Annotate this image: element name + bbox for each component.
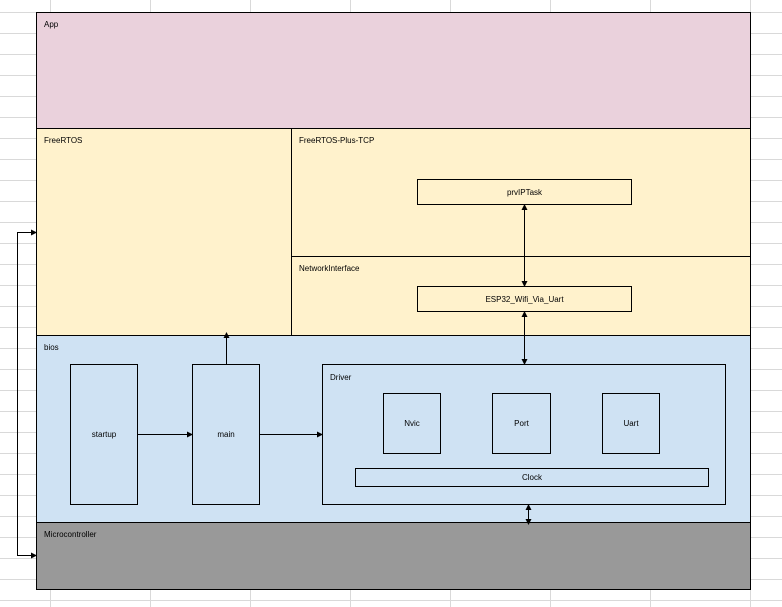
freertos-plus-tcp-layer: FreeRTOS-Plus-TCP — [291, 128, 751, 257]
uart-label: Uart — [623, 419, 639, 428]
nvic-label: Nvic — [404, 419, 420, 428]
port-label: Port — [514, 419, 529, 428]
network-interface-layer: NetworkInterface — [291, 256, 751, 336]
bios-label: bios — [44, 343, 59, 352]
microcontroller-layer: Microcontroller — [36, 522, 751, 590]
nvic-box: Nvic — [383, 393, 441, 454]
prvip-task-label: prvIPTask — [506, 187, 543, 197]
microcontroller-label: Microcontroller — [44, 530, 97, 539]
freertos-label: FreeRTOS — [44, 136, 83, 145]
driver-label: Driver — [330, 373, 352, 382]
freertos-plus-tcp-label: FreeRTOS-Plus-TCP — [299, 136, 375, 145]
app-label: App — [44, 20, 59, 29]
startup-box: startup — [70, 364, 138, 505]
freertos-layer: FreeRTOS — [36, 128, 292, 336]
esp32-wifi-label: ESP32_Wifi_Via_Uart — [485, 294, 564, 304]
freertos-mcu-loop-arrow — [17, 229, 37, 559]
app-layer: App — [36, 12, 751, 129]
main-label: main — [217, 430, 235, 439]
uart-box: Uart — [602, 393, 660, 454]
clock-box: Clock — [355, 468, 709, 487]
clock-label: Clock — [521, 473, 542, 482]
port-box: Port — [492, 393, 551, 454]
startup-label: startup — [91, 430, 117, 439]
network-interface-label: NetworkInterface — [299, 264, 360, 273]
